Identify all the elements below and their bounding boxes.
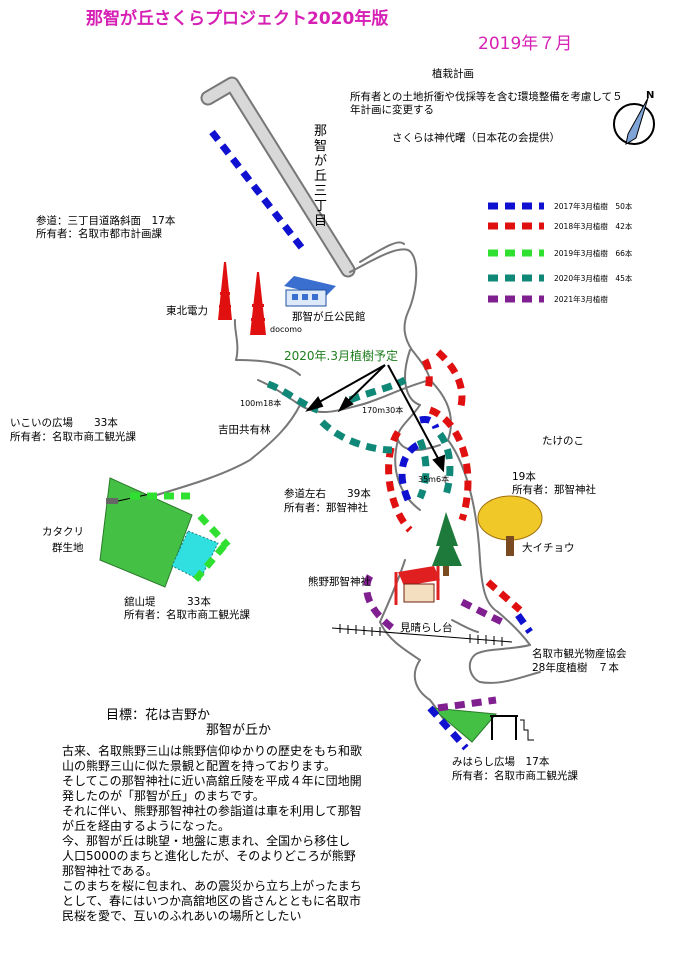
yoshida-label: 吉田共有林 [218, 424, 271, 436]
hall-icon [284, 276, 336, 307]
planting-2021-b [460, 598, 508, 628]
story-paragraph: このまちを桜に包まれ、あの震災から立ち上がったまちとして、春にはいつか高舘地区の… [62, 879, 362, 923]
cedar-tree-icon [432, 512, 462, 576]
legend-label: 2020年3月植樹 45本 [554, 273, 633, 283]
legend-swatch [488, 222, 544, 230]
shrine-small-icon [106, 498, 118, 504]
story-paragraph: そしてこの那智神社に近い高舘丘陵を平成４年に団地開発したのが「那智が丘」のまちで… [62, 774, 362, 803]
page-date: 2019年７月 [478, 34, 573, 54]
tower-icon-docomo [250, 272, 266, 335]
segment-100m-label: 100m18本 [240, 399, 282, 408]
arrows [305, 364, 446, 473]
planting-2020-d [437, 431, 454, 497]
sando-top-owner: 所有者：名取市都市計画課 [36, 228, 162, 240]
railway [331, 624, 513, 646]
planting-2019-b [197, 513, 231, 549]
compass-north-label: N [646, 90, 655, 101]
main-road [200, 76, 356, 278]
planting-2018-c [385, 430, 413, 533]
legend-item: 2021年3月植樹 [488, 292, 608, 306]
legend-swatch [488, 202, 544, 210]
hall-label: 那智が丘公民館 [292, 311, 366, 323]
planting-2021-a [363, 574, 398, 633]
planting-2021-c [437, 696, 497, 712]
planting-2019-c [189, 543, 227, 587]
planting-2018-e [485, 579, 523, 613]
legend-item: 2018年3月植樹 42本 [488, 219, 632, 233]
planting-2017-kyokai [515, 612, 533, 635]
road-label-vertical: 那智が丘三丁目 [314, 124, 328, 229]
miharashi-label: みはらし広場 17本 [452, 756, 550, 768]
planting-2020-b [319, 419, 393, 454]
roads [127, 241, 541, 723]
legend-swatch [488, 295, 544, 303]
miharashi-gate-icon [490, 715, 534, 741]
sando-mid-label: 参道左右 39本 [284, 488, 371, 500]
katakuri-label-2: 群生地 [52, 542, 84, 554]
legend-label: 2017年3月植樹 50本 [554, 201, 633, 211]
miharashi-dai-label: 見晴らし台 [400, 622, 453, 634]
ikoi-label: いこいの広場 33本 [10, 417, 118, 429]
goal-line-1: 目標：花は吉野か [106, 708, 211, 723]
legend-item: 2017年3月植樹 50本 [488, 199, 632, 213]
planting-2017-north [209, 129, 308, 255]
jinja-count-label: 19本 [512, 471, 536, 483]
planting-2017-loop [398, 440, 422, 502]
sando-top-label: 参道：三丁目道路斜面 17本 [36, 215, 176, 227]
pond [171, 530, 219, 581]
planting-2020-c [348, 376, 407, 404]
katakuri-area [99, 477, 193, 588]
planting-2018-d [421, 358, 433, 391]
legend-label: 2019年3月植樹 66本 [554, 248, 633, 258]
plan-2020-label: 2020年.3月植樹予定 [284, 349, 398, 363]
page-title: 那智が丘さくらプロジェクト2020年版 [86, 9, 389, 29]
plan-cherry: さくらは神代曙（日本花の会提供） [392, 132, 560, 144]
ginkgo-tree-icon [477, 495, 543, 556]
story-paragraph: 今、那智が丘は眺望・地盤に恵まれ、全国から移住し人口5000のまちと進化したが、… [62, 834, 356, 878]
takenoko-label: たけのこ [542, 435, 584, 447]
legend-swatch [488, 249, 544, 257]
legend-swatch [488, 274, 544, 282]
legend-item: 2020年3月植樹 45本 [488, 271, 632, 285]
planting-2017-loop-b [419, 416, 440, 430]
compass-icon [613, 97, 655, 146]
planting-2018-a [435, 349, 466, 412]
legend-label: 2018年3月植樹 42本 [554, 221, 633, 231]
shrine-icon [394, 566, 440, 605]
story-paragraph: 古来、名取熊野三山は熊野信仰ゆかりの歴史をもち和歌山の熊野三山に似た景観と配置を… [62, 744, 363, 773]
icho-label: 大イチョウ [522, 542, 575, 554]
planting-2018-b [428, 406, 472, 522]
docomo-label: docomo [270, 325, 302, 334]
legend-label: 2021年3月植樹 [554, 294, 608, 304]
tateyama-label: 舘山堤 33本 [124, 596, 211, 608]
planting-2020-e [416, 438, 430, 500]
plan-body: 所有者との土地折衝や伐採等を含む環境整備を考慮して５年計画に変更する [350, 91, 623, 116]
story-paragraph: それに伴い、熊野那智神社の参詣道は車を利用して那智が丘を経由するようになった。 [62, 804, 362, 833]
kumano-label: 熊野那智神社 [308, 576, 371, 588]
kyokai-count: 28年度植樹 ７本 [532, 662, 619, 674]
katakuri-label: カタクリ [42, 526, 84, 538]
sando-mid-owner: 所有者：那智神社 [284, 502, 368, 514]
goal-line-2: 那智が丘か [206, 723, 272, 738]
tohoku-label: 東北電力 [166, 305, 208, 317]
planting-2017-south [427, 705, 469, 751]
tower-icon-tohoku [218, 262, 232, 320]
story-text: 古来、名取熊野三山は熊野信仰ゆかりの歴史をもち和歌山の熊野三山に似た景観と配置を… [62, 744, 362, 924]
segment-170m-label: 170m30本 [362, 406, 404, 415]
kyokai-label: 名取市観光物産協会 [532, 648, 627, 660]
tateyama-owner: 所有者：名取市商工観光課 [124, 609, 250, 621]
plan-heading: 植栽計画 [432, 68, 474, 80]
miharashi-owner: 所有者：名取市商工観光課 [452, 770, 578, 782]
ikoi-owner: 所有者：名取市商工観光課 [10, 431, 136, 443]
jinja-owner: 所有者：那智神社 [512, 484, 596, 496]
miharashi-area [430, 707, 498, 743]
legend-item: 2019年3月植樹 66本 [488, 246, 632, 260]
segment-35m-label: 35m6本 [418, 475, 450, 484]
